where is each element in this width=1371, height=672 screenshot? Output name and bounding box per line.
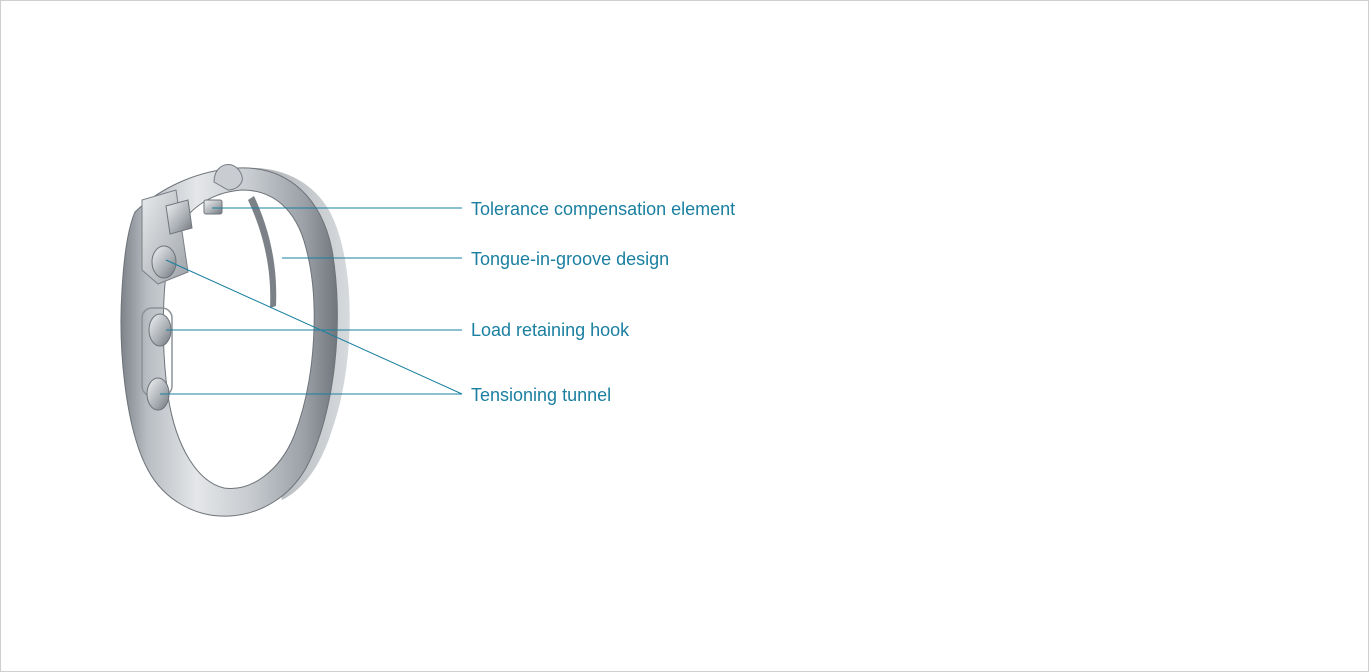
label-tongue-in-groove-design: Tongue-in-groove design [471,249,670,269]
label-tensioning-tunnel: Tensioning tunnel [471,385,612,405]
upper-bump [151,245,177,279]
tolerance-tab [203,199,223,215]
band-slot [248,196,277,308]
label-load-retaining-hook: Load retaining hook [471,320,630,340]
band-clamp-image [120,164,350,517]
top-loop [213,164,243,191]
leader-line-tunnel-upper [165,259,463,395]
tongue-tab [165,199,193,235]
label-tolerance-compensation-element: Tolerance compensation element [471,199,736,219]
leader-lines [160,207,463,395]
